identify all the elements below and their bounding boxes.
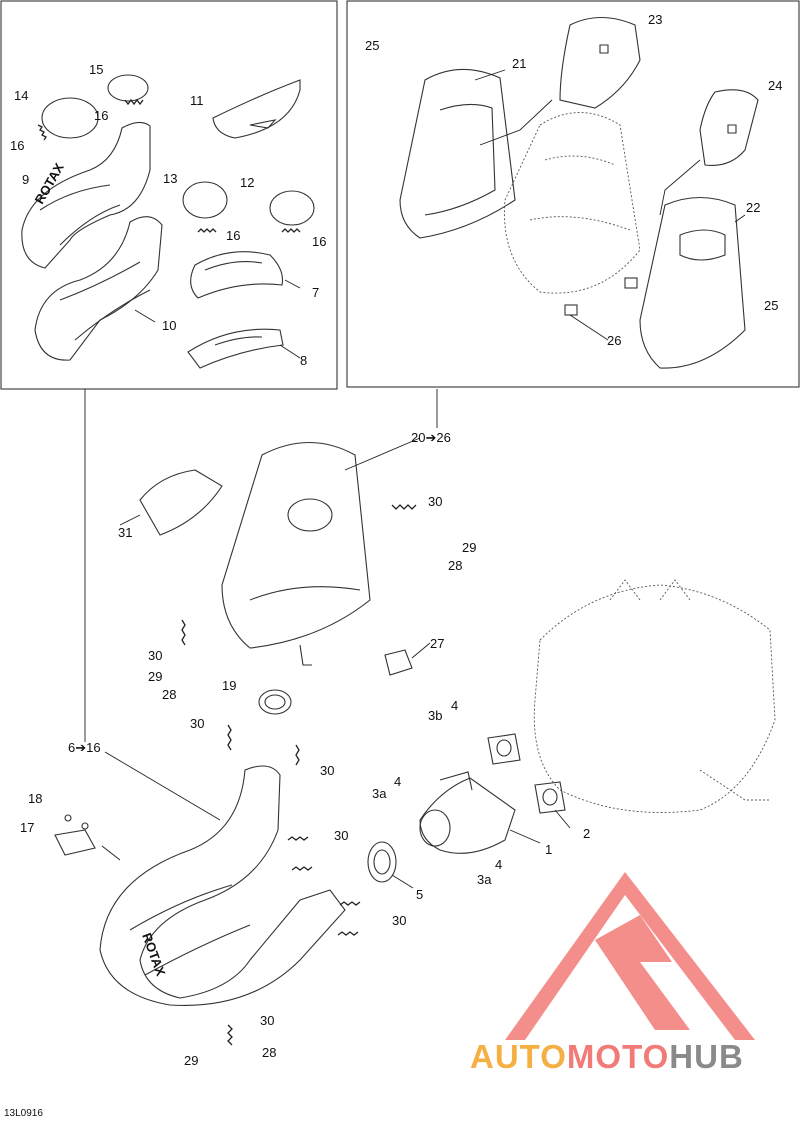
detail-panel-right-frame <box>346 0 800 388</box>
label-30-b: 30 <box>148 648 162 663</box>
muffler-assembly-ghost <box>504 112 641 294</box>
label-10: 10 <box>162 318 176 333</box>
logo-text-part-1: AUTO <box>470 1038 567 1075</box>
label-18: 18 <box>28 791 42 806</box>
label-8: 8 <box>300 353 307 368</box>
label-28-a: 28 <box>448 558 462 573</box>
label-15: 15 <box>89 62 103 77</box>
part-9-exhaust-pipe-upper: ROTAX <box>21 121 151 269</box>
label-30-g: 30 <box>260 1013 274 1028</box>
label-4-a: 4 <box>451 698 458 713</box>
parts-26-brackets <box>564 277 638 316</box>
part-24-gasket <box>699 89 759 166</box>
label-5: 5 <box>416 887 423 902</box>
label-30-f: 30 <box>392 913 406 928</box>
label-7: 7 <box>312 285 319 300</box>
label-14: 14 <box>14 88 28 103</box>
label-20-to-26: 20➔26 <box>411 430 451 445</box>
part-7-pipe-shield <box>190 251 284 299</box>
part-19-seal-ring <box>258 689 292 715</box>
label-26: 26 <box>607 333 621 348</box>
label-30-a: 30 <box>428 494 442 509</box>
label-3a-a: 3a <box>372 786 387 801</box>
springs-main <box>181 504 417 1046</box>
label-22: 22 <box>746 200 760 215</box>
label-25-b: 25 <box>764 298 778 313</box>
leader-lines <box>84 69 746 889</box>
label-2: 2 <box>583 826 590 841</box>
label-4-b: 4 <box>394 774 401 789</box>
svg-text:ROTAX: ROTAX <box>32 160 67 206</box>
part-2-gasket <box>487 733 566 814</box>
label-17: 17 <box>20 820 34 835</box>
part-17-18-bracket <box>54 814 96 856</box>
part-23-gasket <box>559 17 641 109</box>
label-28-b: 28 <box>162 687 176 702</box>
label-28-c: 28 <box>262 1045 276 1060</box>
label-29-b: 29 <box>148 669 162 684</box>
label-27: 27 <box>430 636 444 651</box>
label-12: 12 <box>240 175 254 190</box>
label-30-c: 30 <box>190 716 204 731</box>
automotohub-logo-mark <box>505 872 755 1040</box>
part-21-muffler-half <box>399 68 516 239</box>
parts-12-13-14-15-clamp-rings <box>41 74 315 226</box>
exhaust-pipe-assembly: ROTAX <box>99 765 346 1006</box>
label-1: 1 <box>545 842 552 857</box>
figure-code: 13L0916 <box>4 1108 43 1119</box>
label-4-c: 4 <box>495 857 502 872</box>
label-29-c: 29 <box>184 1053 198 1068</box>
part-10-exhaust-pipe-lower <box>34 216 163 361</box>
automotohub-logo-text: AUTOMOTOHUB <box>470 1038 744 1076</box>
part-22-muffler-half <box>639 197 746 369</box>
part-8-pipe-shield <box>187 328 284 369</box>
label-31: 31 <box>118 525 132 540</box>
label-19: 19 <box>222 678 236 693</box>
logo-text-part-2: MOTO <box>566 1038 670 1075</box>
part-5-seal-ring <box>367 841 397 883</box>
label-11: 11 <box>190 93 204 108</box>
label-6-to-16: 6➔16 <box>68 740 101 755</box>
label-23: 23 <box>648 12 662 27</box>
label-24: 24 <box>768 78 782 93</box>
label-3a-b: 3a <box>477 872 492 887</box>
part-11-heat-shield <box>212 79 301 139</box>
label-16-b: 16 <box>10 138 24 153</box>
engine-ghost <box>533 579 776 813</box>
muffler-assembly <box>221 442 371 666</box>
label-13: 13 <box>163 171 177 186</box>
label-21: 21 <box>512 56 526 71</box>
label-16-d: 16 <box>312 234 326 249</box>
part-27-connector <box>384 649 413 676</box>
label-16-a: 16 <box>94 108 108 123</box>
label-9: 9 <box>22 172 29 187</box>
detail-panel-left-frame <box>0 0 338 390</box>
label-25-a: 25 <box>365 38 379 53</box>
part-1-exhaust-manifold <box>419 771 516 854</box>
label-30-d: 30 <box>320 763 334 778</box>
label-29-a: 29 <box>462 540 476 555</box>
logo-text-part-3: HUB <box>669 1038 744 1075</box>
label-16-c: 16 <box>226 228 240 243</box>
label-30-e: 30 <box>334 828 348 843</box>
parts-16-springs-left-panel <box>37 98 301 233</box>
label-3b: 3b <box>428 708 442 723</box>
part-31-gasket <box>139 469 223 536</box>
part-labels: 15 14 16 16 9 11 13 12 16 16 7 10 8 23 2… <box>10 12 782 1068</box>
